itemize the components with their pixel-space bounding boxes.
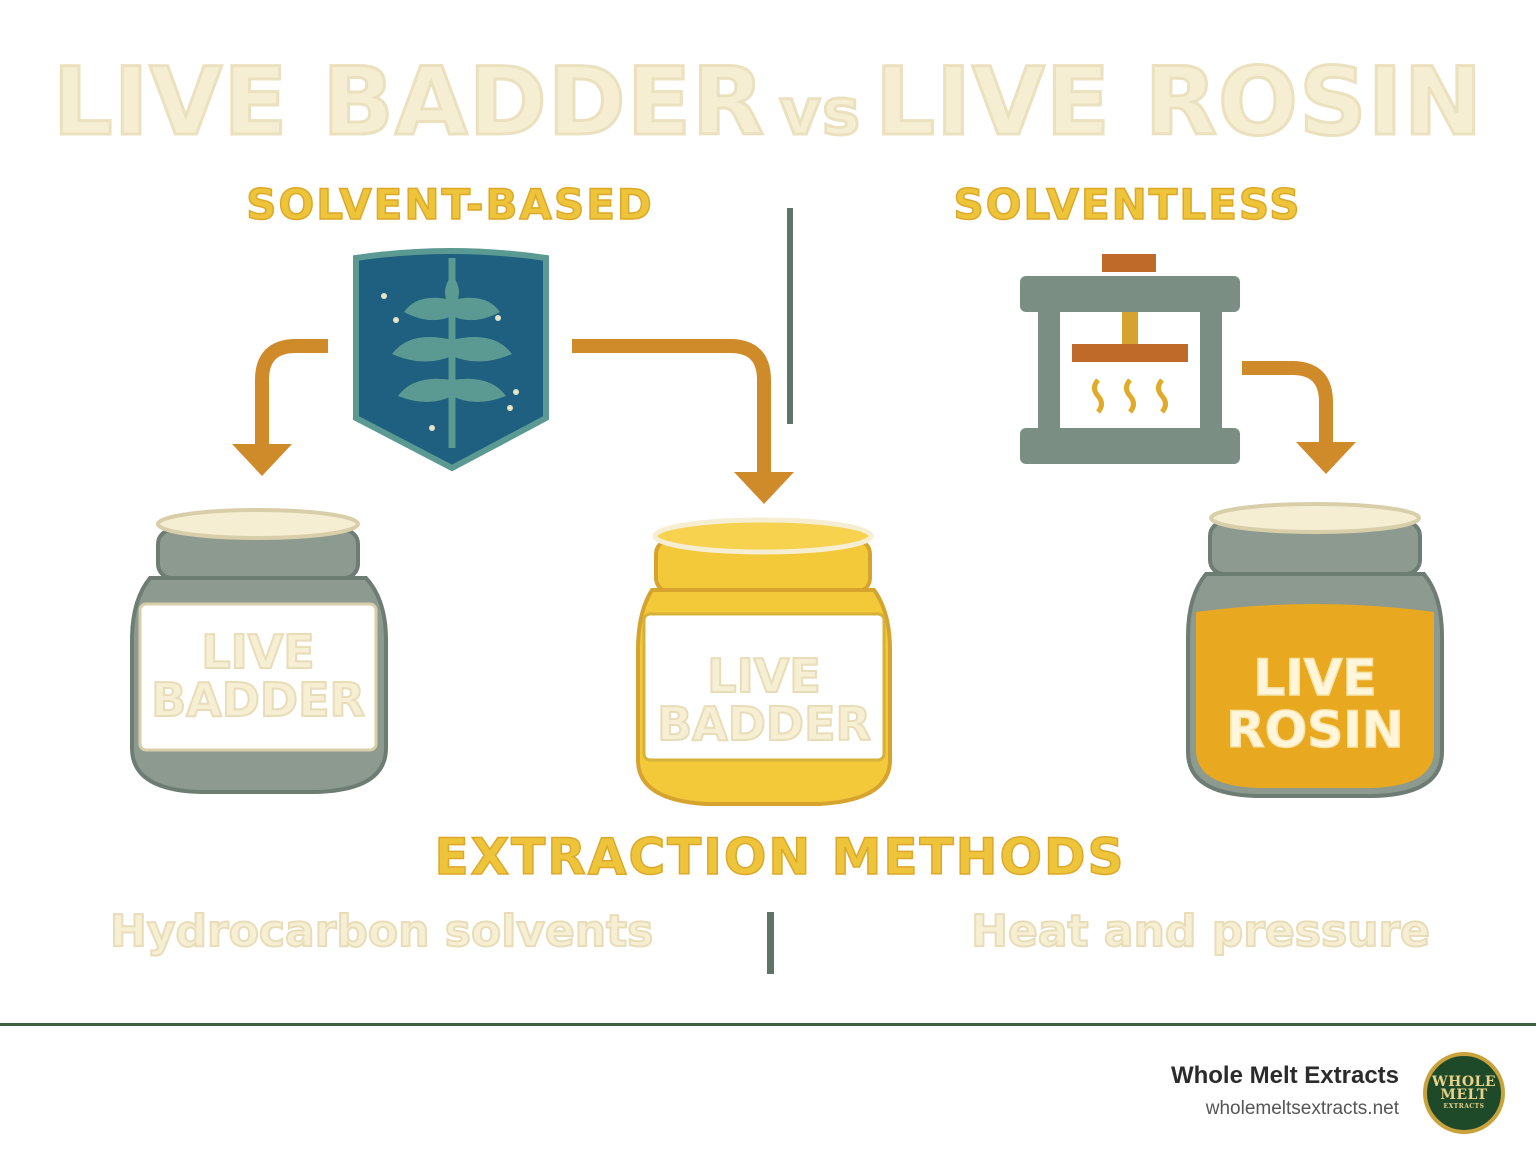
jar-label-line2: ROSIN: [1226, 701, 1405, 759]
logo-line3: EXTRACTS: [1443, 1103, 1485, 1111]
jar-label-line1: LIVE: [1253, 649, 1378, 707]
arrow-to-center-jar: [572, 339, 771, 474]
center-divider: [787, 208, 793, 424]
plant-shield-icon: [353, 248, 549, 472]
jar-icon: [1186, 502, 1444, 798]
jar-icon: [130, 508, 388, 794]
jar-label-line1: LIVE: [706, 649, 821, 703]
title-left: LIVE BADDER: [51, 47, 766, 159]
rosin-press-icon: [1020, 254, 1240, 464]
brand-name: Whole Melt Extracts: [1170, 1062, 1399, 1089]
solventless-heading: SOLVENTLESS: [953, 179, 1302, 230]
solvent-based-heading: SOLVENT-BASED: [245, 179, 654, 230]
methods-divider: [767, 912, 774, 974]
jar-label-rosin: LIVE ROSIN: [1196, 649, 1434, 759]
title-vs: vs: [778, 75, 862, 152]
arrow-head-left: [232, 444, 292, 476]
arrow-to-left-jar: [255, 339, 328, 446]
brand-logo: WHOLE MELT EXTRACTS: [1423, 1052, 1505, 1134]
method-right: Heat and pressure: [970, 905, 1431, 958]
method-left: Hydrocarbon solvents: [109, 905, 654, 958]
logo-line1: WHOLE: [1431, 1073, 1497, 1090]
jar-label-badder-1: LIVE BADDER: [140, 625, 376, 727]
jar-label-line2: BADDER: [150, 673, 366, 727]
brand-url[interactable]: wholemeltsextracts.net: [1205, 1098, 1399, 1119]
title-right: LIVE ROSIN: [874, 47, 1484, 159]
arrow-head-right: [1296, 442, 1356, 474]
arrow-to-right-jar: [1242, 361, 1333, 444]
jar-icon: [636, 517, 892, 806]
footer-divider: [0, 1023, 1536, 1026]
jar-label-badder-2: LIVE BADDER: [644, 649, 884, 751]
jar-label-line2: BADDER: [656, 697, 872, 751]
arrow-head-center: [734, 472, 794, 504]
logo-line2: MELT: [1440, 1087, 1488, 1104]
extraction-methods-heading: EXTRACTION METHODS: [434, 827, 1126, 887]
jar-label-line1: LIVE: [200, 625, 315, 679]
